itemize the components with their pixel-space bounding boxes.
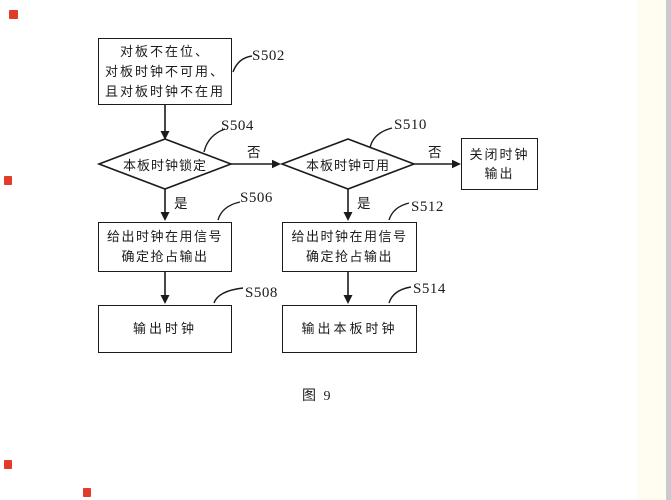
node-assert-right-line2: 确定抢占输出 (305, 249, 393, 264)
decision-lock-label: 本板时钟锁定 (122, 157, 207, 173)
step-label-s512: S512 (411, 199, 444, 215)
node-assert-left: 给出时钟在用信号 确定抢占输出 (98, 222, 232, 272)
red-artifact-mark-3 (4, 460, 12, 469)
node-close-line2: 输出 (484, 166, 515, 181)
arrowhead-into-output-right (343, 295, 353, 304)
red-artifact-mark-1 (9, 10, 18, 19)
node-assert-right: 给出时钟在用信号 确定抢占输出 (282, 222, 417, 272)
arrowhead-into-close (452, 159, 461, 169)
branch-no-avail: 否 (428, 145, 442, 160)
branch-yes-lock: 是 (174, 196, 188, 211)
node-close-line1: 关闭时钟 (469, 147, 530, 162)
page-edge-tint (637, 0, 666, 500)
arrowhead-into-lock (160, 131, 170, 140)
arrowhead-into-assert-left (160, 212, 170, 221)
arrowhead-into-assert-right (343, 212, 353, 221)
node-output-clock-label: 输出时钟 (132, 321, 197, 336)
step-label-s508: S508 (245, 285, 278, 301)
arrowheads (160, 131, 461, 304)
flow-lines (96, 105, 453, 296)
node-start-line2: 对板时钟不可用、 (104, 63, 225, 79)
leader-s508 (213, 287, 244, 304)
step-label-leaders (203, 55, 412, 304)
leader-s506 (217, 201, 241, 221)
leader-s514 (388, 286, 412, 304)
node-assert-left-line1: 给出时钟在用信号 (106, 229, 223, 244)
node-assert-left-line2: 确定抢占输出 (121, 249, 209, 264)
leader-s504 (203, 128, 226, 153)
arrowhead-into-output-left (160, 295, 170, 304)
node-assert-right-line1: 给出时钟在用信号 (291, 229, 408, 244)
node-close-output: 关闭时钟 输出 (461, 138, 538, 190)
node-start: 对板不在位、 对板时钟不可用、 且对板时钟不在用 (98, 38, 232, 105)
node-output-clock: 输出时钟 (98, 305, 232, 353)
node-output-local: 输出本板时钟 (282, 305, 417, 353)
red-artifact-mark-2 (4, 176, 12, 185)
step-label-s510: S510 (394, 117, 427, 133)
arrowhead-into-avail (272, 159, 281, 169)
leader-s502 (232, 55, 253, 73)
step-label-s506: S506 (240, 190, 273, 206)
node-start-line3: 且对板时钟不在用 (104, 83, 225, 99)
decision-avail-label: 本板时钟可用 (305, 157, 390, 173)
leader-s512 (388, 202, 410, 221)
leader-s510 (369, 127, 393, 149)
step-label-s514: S514 (413, 281, 446, 297)
red-artifact-mark-4 (83, 488, 91, 497)
step-label-s504: S504 (221, 118, 254, 134)
scrollbar-strip[interactable] (666, 0, 671, 500)
node-start-line1: 对板不在位、 (119, 43, 210, 59)
step-label-s502: S502 (252, 48, 285, 64)
node-output-local-label: 输出本板时钟 (301, 321, 398, 336)
branch-yes-avail: 是 (357, 196, 371, 211)
branch-no-lock: 否 (247, 145, 261, 160)
figure-caption: 图 9 (302, 389, 333, 404)
